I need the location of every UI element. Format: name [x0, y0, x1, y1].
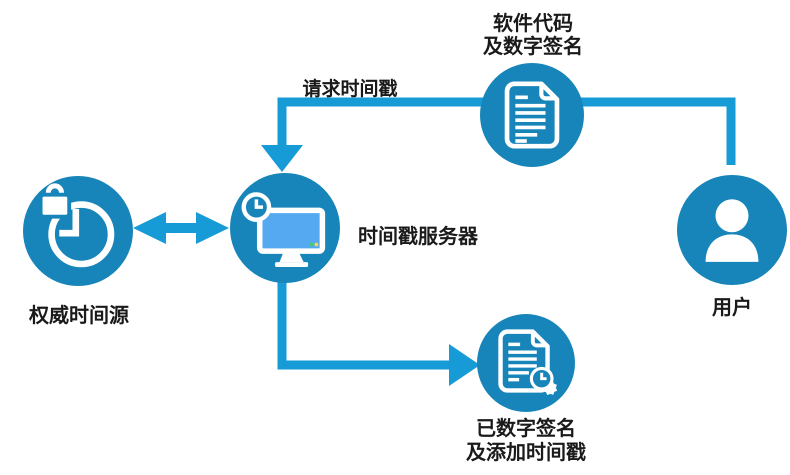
label-signed-line1: 已数字签名: [476, 418, 576, 440]
node-timestamp-server: [230, 173, 340, 283]
arrowhead-sync-left-icon: [133, 212, 166, 244]
node-time-source: [23, 176, 133, 286]
monitor-clock-icon: [241, 192, 326, 268]
label-time-source: 权威时间源: [29, 305, 129, 327]
label-user: 用户: [712, 297, 752, 319]
label-software-code-line2: 及数字签名: [483, 36, 583, 58]
label-software-code-line1: 软件代码: [493, 13, 573, 35]
arrowhead-down-icon: [261, 145, 303, 172]
label-signed-line2: 及添加时间戳: [466, 442, 586, 464]
document-icon: [504, 81, 560, 149]
label-timestamp-server: 时间戳服务器: [358, 226, 478, 248]
connector-doc-to-user: [532, 97, 736, 165]
node-user: [677, 175, 787, 285]
label-signed-doc: 已数字签名 及添加时间戳: [426, 417, 626, 465]
person-icon: [705, 199, 759, 262]
label-software-code: 软件代码 及数字签名: [433, 13, 633, 59]
label-request-timestamp: 请求时间戳: [302, 79, 398, 100]
arrowhead-right-icon: [449, 344, 480, 386]
arrowhead-sync-right-icon: [196, 212, 229, 244]
document-seal-clock-icon: [498, 329, 558, 396]
lock-clock-icon: [38, 183, 115, 268]
node-software-code-doc: [480, 63, 584, 167]
node-signed-doc: [477, 314, 575, 412]
connector-request-timestamp: [277, 97, 532, 148]
